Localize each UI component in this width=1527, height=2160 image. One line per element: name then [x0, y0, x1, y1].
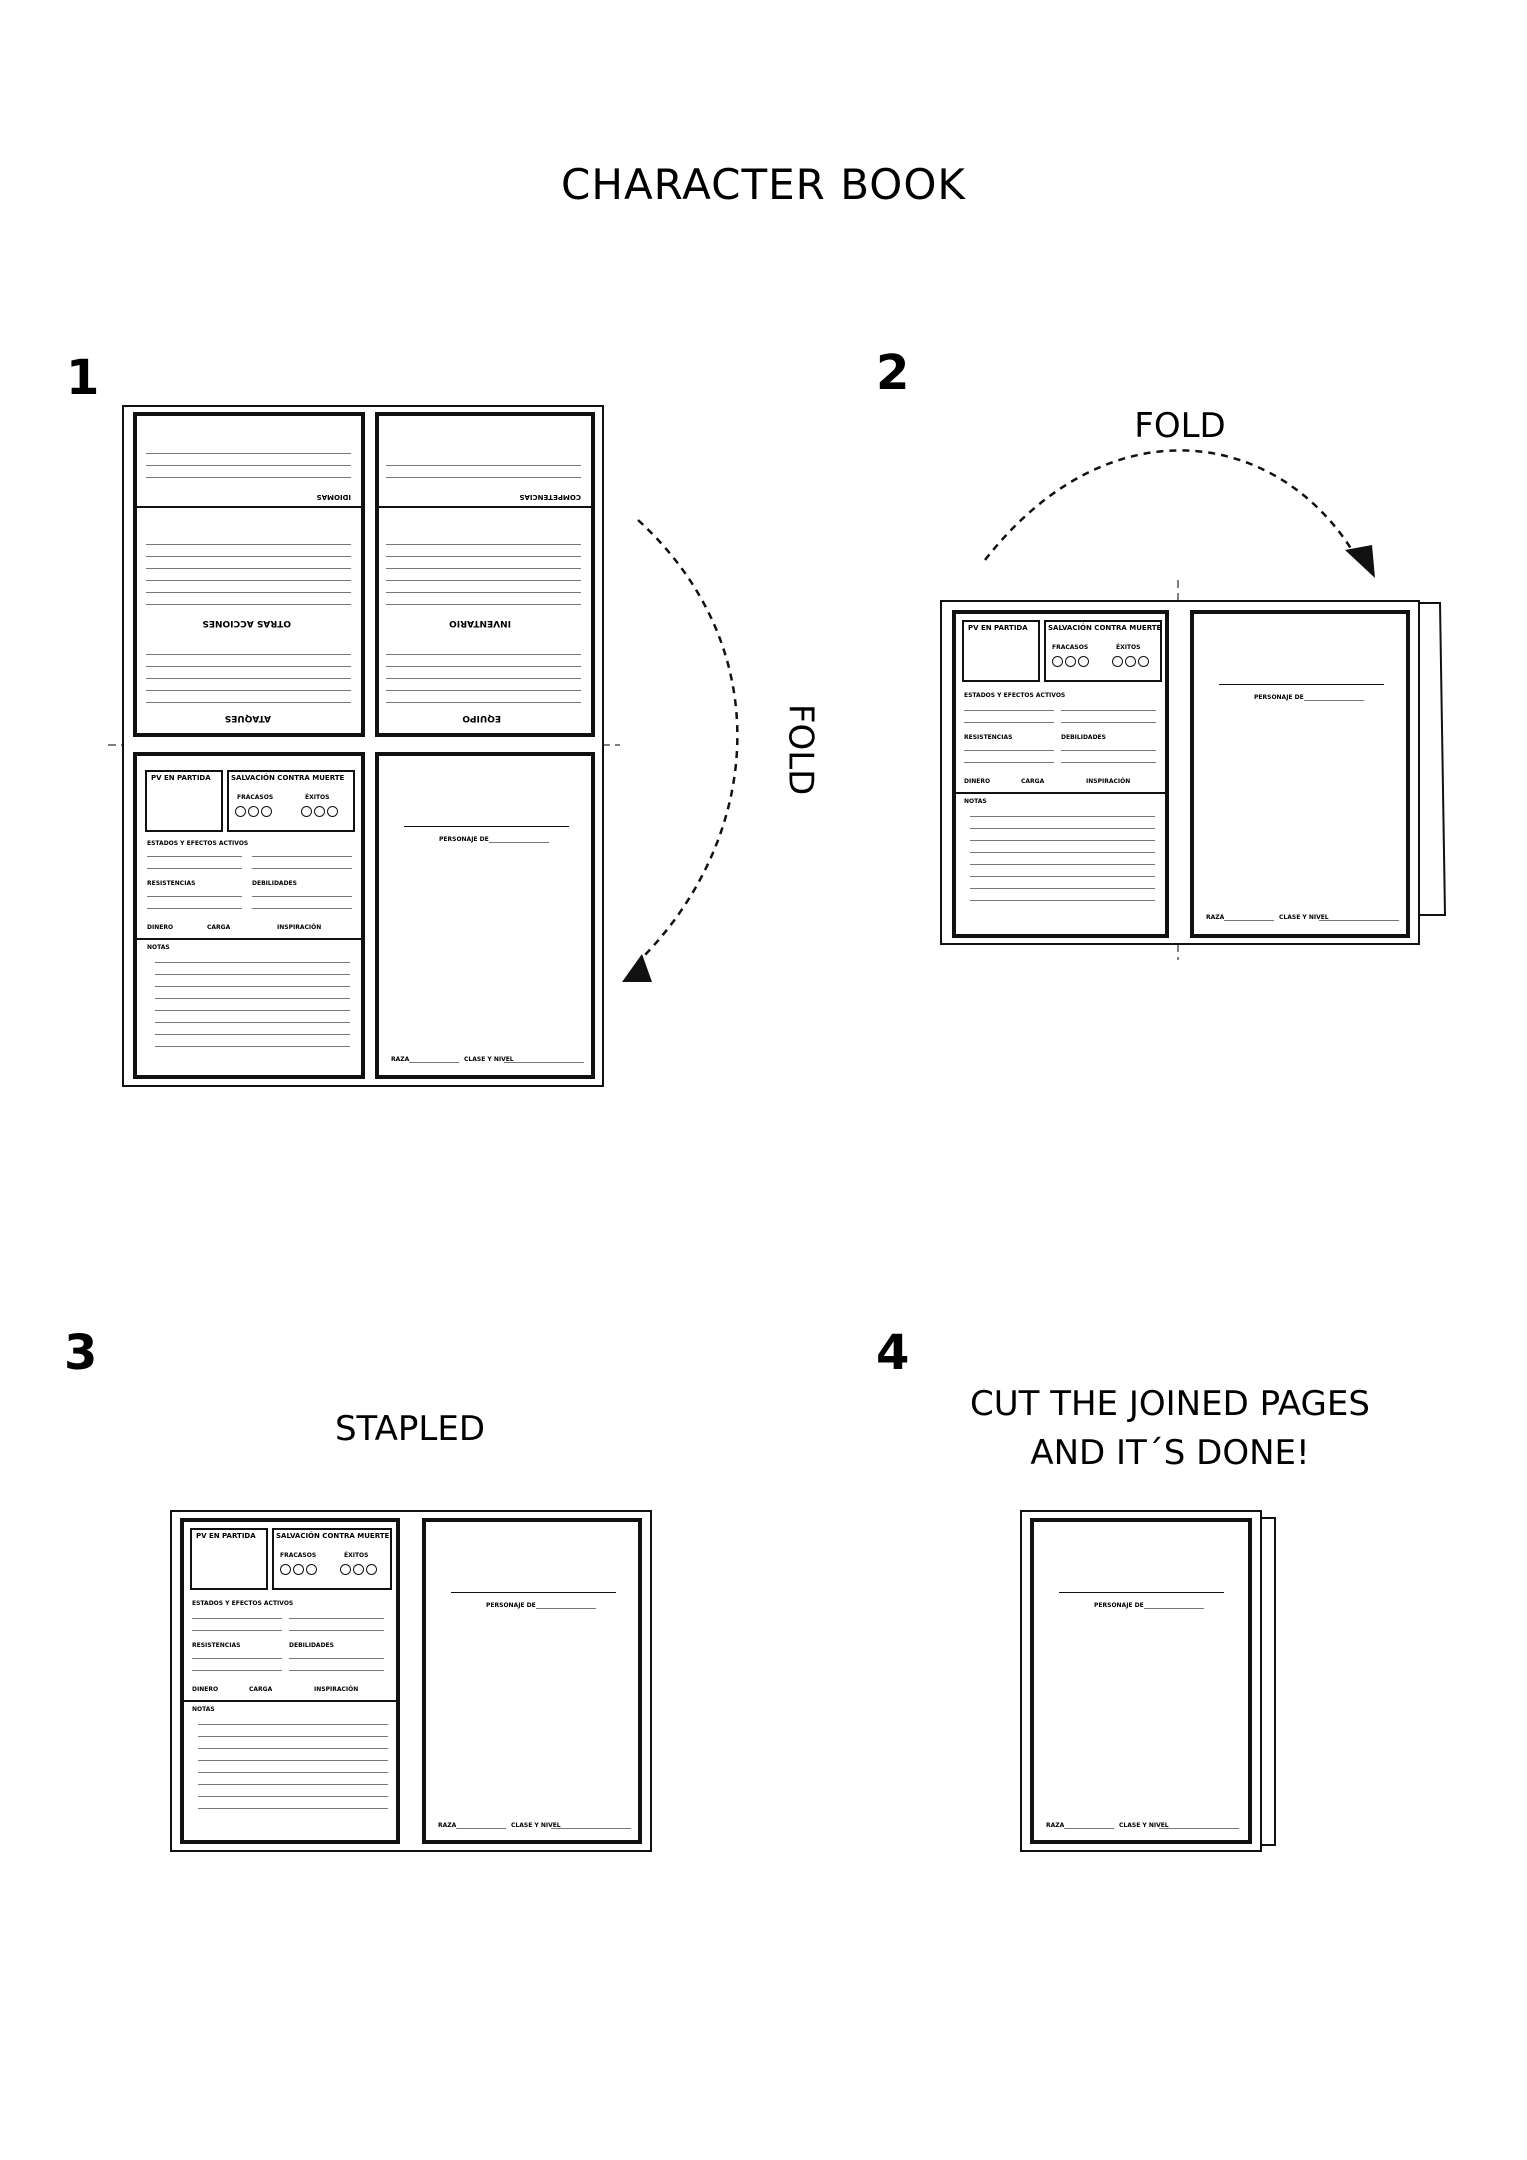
step-4-cover: PERSONAJE DE RAZA CLASE Y NIVEL [1030, 1518, 1252, 1844]
label-competencias: COMPETENCIAS [519, 493, 581, 501]
caption-cut: CUT THE JOINED PAGES AND IT´S DONE! [970, 1384, 1370, 1474]
fold-arrow-step-2 [984, 449, 1357, 561]
step-number-3: 3 [64, 1325, 98, 1381]
label-carga: CARGA [207, 924, 231, 931]
label-raza: RAZA [391, 1056, 410, 1063]
step-2-page-right: PERSONAJE DE RAZA CLASE Y NIVEL [1190, 610, 1410, 938]
label-personaje-de: PERSONAJE DE [439, 836, 489, 843]
step-4-back-page [1255, 1517, 1276, 1846]
label-ataques: ATAQUES [224, 713, 271, 723]
death-save-fail-circles [235, 806, 274, 819]
label-fracasos: FRACASOS [237, 794, 274, 801]
label-debilidades: DEBILIDADES [252, 880, 297, 887]
fold-arrow-head-step-2 [1345, 545, 1375, 578]
step-3-page-right: PERSONAJE DE RAZA CLASE Y NIVEL [422, 1518, 642, 1844]
label-salvacion: SALVACIÓN CONTRA MUERTE [231, 774, 345, 782]
page-title: CHARACTER BOOK [561, 160, 966, 209]
fold-label-step-2: FOLD [1134, 406, 1226, 446]
step-1-page-bottom-right: PERSONAJE DE RAZA CLASE Y NIVEL [375, 752, 595, 1079]
step-1-page-top-right: EQUIPO INVENTARIO COMPETENCIAS [375, 412, 595, 737]
label-pv-en-partida: PV EN PARTIDA [151, 774, 211, 782]
fold-arrow-head-step-1 [622, 954, 652, 982]
step-number-1: 1 [66, 350, 100, 406]
death-save-success-circles [301, 806, 340, 819]
step-2-page-left: PV EN PARTIDA SALVACIÓN CONTRA MUERTE FR… [952, 610, 1169, 938]
step-1-page-top-left: ATAQUES OTRAS ACCIONES IDIOMAS [133, 412, 365, 737]
label-clase-nivel: CLASE Y NIVEL [464, 1056, 514, 1063]
fold-arrow-step-1 [637, 519, 739, 961]
label-exitos: ÉXITOS [305, 794, 330, 801]
label-estados: ESTADOS Y EFECTOS ACTIVOS [147, 840, 249, 847]
label-notas: NOTAS [147, 944, 170, 951]
label-inventario: INVENTARIO [449, 618, 511, 628]
label-inspiracion: INSPIRACIÓN [277, 924, 322, 931]
label-idiomas: IDIOMAS [316, 493, 351, 501]
step-3-page-left: PV EN PARTIDA SALVACIÓN CONTRA MUERTE FR… [180, 1518, 400, 1844]
step-2-page-edge [1418, 602, 1447, 916]
caption-stapled: STAPLED [334, 1409, 486, 1449]
step-number-4: 4 [876, 1325, 910, 1381]
step-1-page-bottom-left: PV EN PARTIDA SALVACIÓN CONTRA MUERTE FR… [133, 752, 365, 1079]
label-equipo: EQUIPO [462, 713, 501, 723]
label-resistencias: RESISTENCIAS [147, 880, 196, 887]
label-dinero: DINERO [147, 924, 174, 931]
step-number-2: 2 [876, 345, 910, 401]
label-otras-acciones: OTRAS ACCIONES [202, 618, 291, 628]
